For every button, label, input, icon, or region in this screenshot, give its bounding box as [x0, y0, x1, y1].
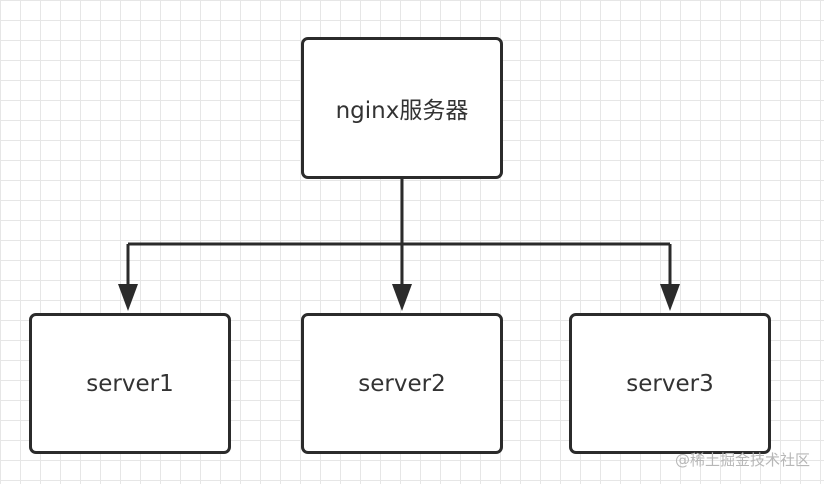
server1-label: server1 — [86, 370, 174, 397]
arrowhead-server2 — [392, 284, 412, 311]
watermark: @稀土掘金技术社区 — [674, 451, 810, 469]
server2-label: server2 — [358, 370, 446, 397]
nginx-server-label: nginx服务器 — [335, 98, 469, 124]
arrowhead-server1 — [118, 284, 138, 311]
server3-label: server3 — [626, 370, 714, 397]
server2-node: server2 — [301, 313, 503, 454]
nginx-server-node: nginx服务器 — [301, 37, 503, 179]
server1-node: server1 — [29, 313, 231, 454]
server3-node: server3 — [569, 313, 771, 454]
arrowhead-server3 — [660, 284, 680, 311]
